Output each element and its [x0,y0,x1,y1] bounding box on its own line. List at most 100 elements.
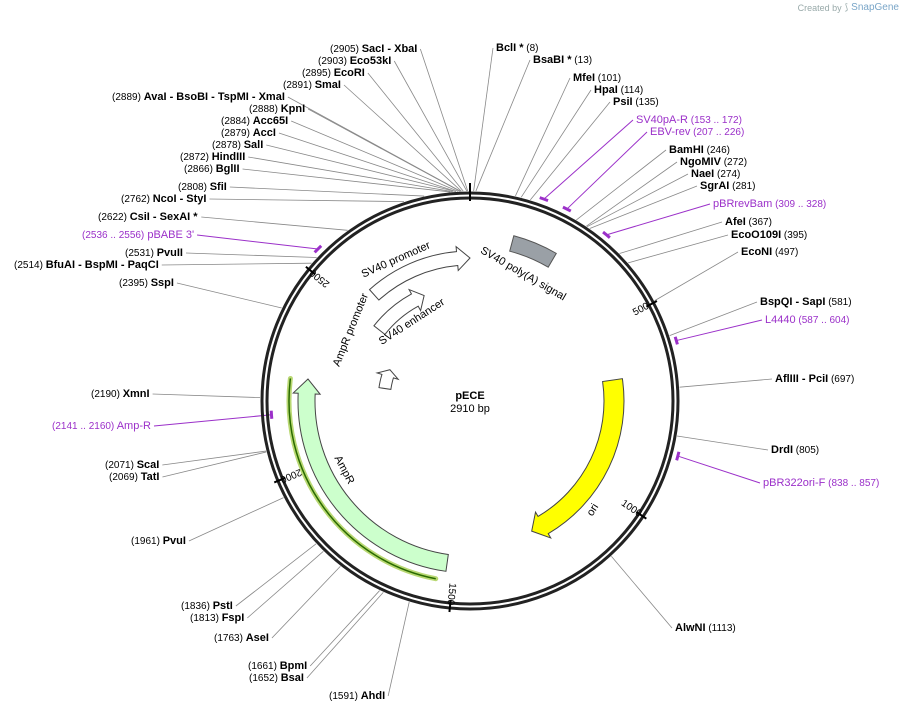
site-label: NgoMIV (272) [680,156,747,168]
primer-pbrrevbam: pBRrevBam (309 .. 328) [713,198,826,210]
site-mfei: MfeI (101) [573,72,621,84]
site-position: (2888) [249,104,281,115]
site-label: (2884) Acc65I [221,115,288,127]
site-labels: (2905) SacI - XbaI(2903) Eco53kI(2895) E… [14,42,879,702]
site-label: (2895) EcoRI [302,67,365,79]
site-name: FspI [222,612,245,624]
site-leader [515,77,571,197]
site-leader [188,497,284,542]
site-label: (2069) TatI [109,471,159,483]
site-leader [162,451,267,478]
site-bpmi: (1661) BpmI [248,660,307,672]
site-alias: - BspMI [75,259,118,271]
primer-name: pBABE 3' [144,229,194,241]
site-label: PsiI (135) [613,96,659,108]
site-position: (2762) [121,194,153,205]
site-eco53ki: (2903) Eco53kI [318,55,391,67]
primer-label: pBR322ori-F (838 .. 857) [763,477,879,489]
primer-mark [675,451,681,461]
site-name: BsaI [281,672,304,684]
primer-range: (2141 .. 2160) [52,421,114,432]
site-position: (367) [746,217,772,228]
site-leader [176,282,282,309]
tick-label: 1500 [444,582,457,606]
site-leader [161,262,312,266]
site-name: SacI [362,43,385,55]
site-alias: - SexAI * [150,211,198,223]
site-avai: (2889) AvaI - BsoBI - TspMI - XmaI [112,91,285,103]
site-name: BfuAI [46,259,75,271]
site-position: (1763) [214,633,246,644]
site-alias: - XbaI [384,43,417,55]
site-bsabi: BsaBI * (13) [533,54,592,66]
site-sfii: (2808) SfiI [178,181,227,193]
primer-sv40pa-r: SV40pA-R (153 .. 172) [636,114,742,126]
site-position: (2903) [318,56,350,67]
site-bsai: (1652) BsaI [249,672,304,684]
site-name: SmaI [315,79,341,91]
primer-mark [562,205,572,213]
site-pvui: (1961) PvuI [131,535,186,547]
site-xmni: (2190) XmnI [91,388,150,400]
site-drdi: DrdI (805) [771,444,819,456]
site-label: (1591) AhdI [329,690,385,702]
site-label: (2872) HindIII [180,151,245,163]
site-alias: - SapI [792,296,825,308]
site-position: (697) [828,374,854,385]
site-position: (497) [772,247,798,258]
primer-name: Amp-R [114,420,151,432]
site-bfuai: (2514) BfuAI - BspMI - PaqCI [14,259,159,271]
site-bcli: BclI * (8) [496,42,539,54]
primer-leader [566,131,648,210]
primer-range: (587 .. 604) [796,315,850,326]
site-label: AfeI (367) [725,216,772,228]
site-position: (13) [572,55,593,66]
site-saci: (2905) SacI - XbaI [330,43,417,55]
primer-range: (309 .. 328) [772,199,826,210]
site-name: Acc65I [253,115,288,127]
site-position: (2531) [125,248,157,259]
primer-mark [602,230,611,239]
site-name: BclI * [496,42,524,54]
site-name: EcoNI [741,246,772,258]
site-label: BclI * (8) [496,42,539,54]
site-leader [162,450,267,466]
credit-brand: SnapGene [851,2,899,13]
primer-leader [676,319,763,342]
primer-leader [677,455,761,484]
primer-label: EBV-rev (207 .. 226) [650,126,744,138]
site-label: EcoNI (497) [741,246,798,258]
primer-leader [606,203,711,236]
site-ecoo109i: EcoO109I (395) [731,229,807,241]
site-leader [530,101,611,201]
site-label: HpaI (114) [594,84,643,96]
site-position: (2395) [119,278,151,289]
site-position: (2905) [330,44,362,55]
site-ahdi: (1591) AhdI [329,690,385,702]
tick-mark [645,300,658,308]
site-naei: NaeI (274) [691,168,740,180]
plasmid-size: 2910 bp [450,403,490,415]
site-leader [520,89,592,198]
primer-mark [539,196,549,203]
site-position: (2895) [302,68,334,79]
site-position: (2879) [221,128,253,139]
site-alias: - TspMI [208,91,249,103]
site-position: (1113) [706,623,736,634]
primer-l4440: L4440 (587 .. 604) [765,314,850,326]
site-label: (2903) Eco53kI [318,55,391,67]
site-name: HindIII [212,151,246,163]
site-leader [242,168,451,193]
site-leader [586,173,689,228]
site-label: (2395) SspI [119,277,174,289]
site-leader [248,156,453,193]
site-position: (2889) [112,92,144,103]
site-smai: (2891) SmaI [283,79,341,91]
site-position: (1813) [190,613,222,624]
site-position: (1652) [249,673,281,684]
site-name: KpnI [281,103,305,115]
site-position: (395) [781,230,807,241]
tick-mark [305,266,316,276]
primer-name: EBV-rev [650,126,691,138]
